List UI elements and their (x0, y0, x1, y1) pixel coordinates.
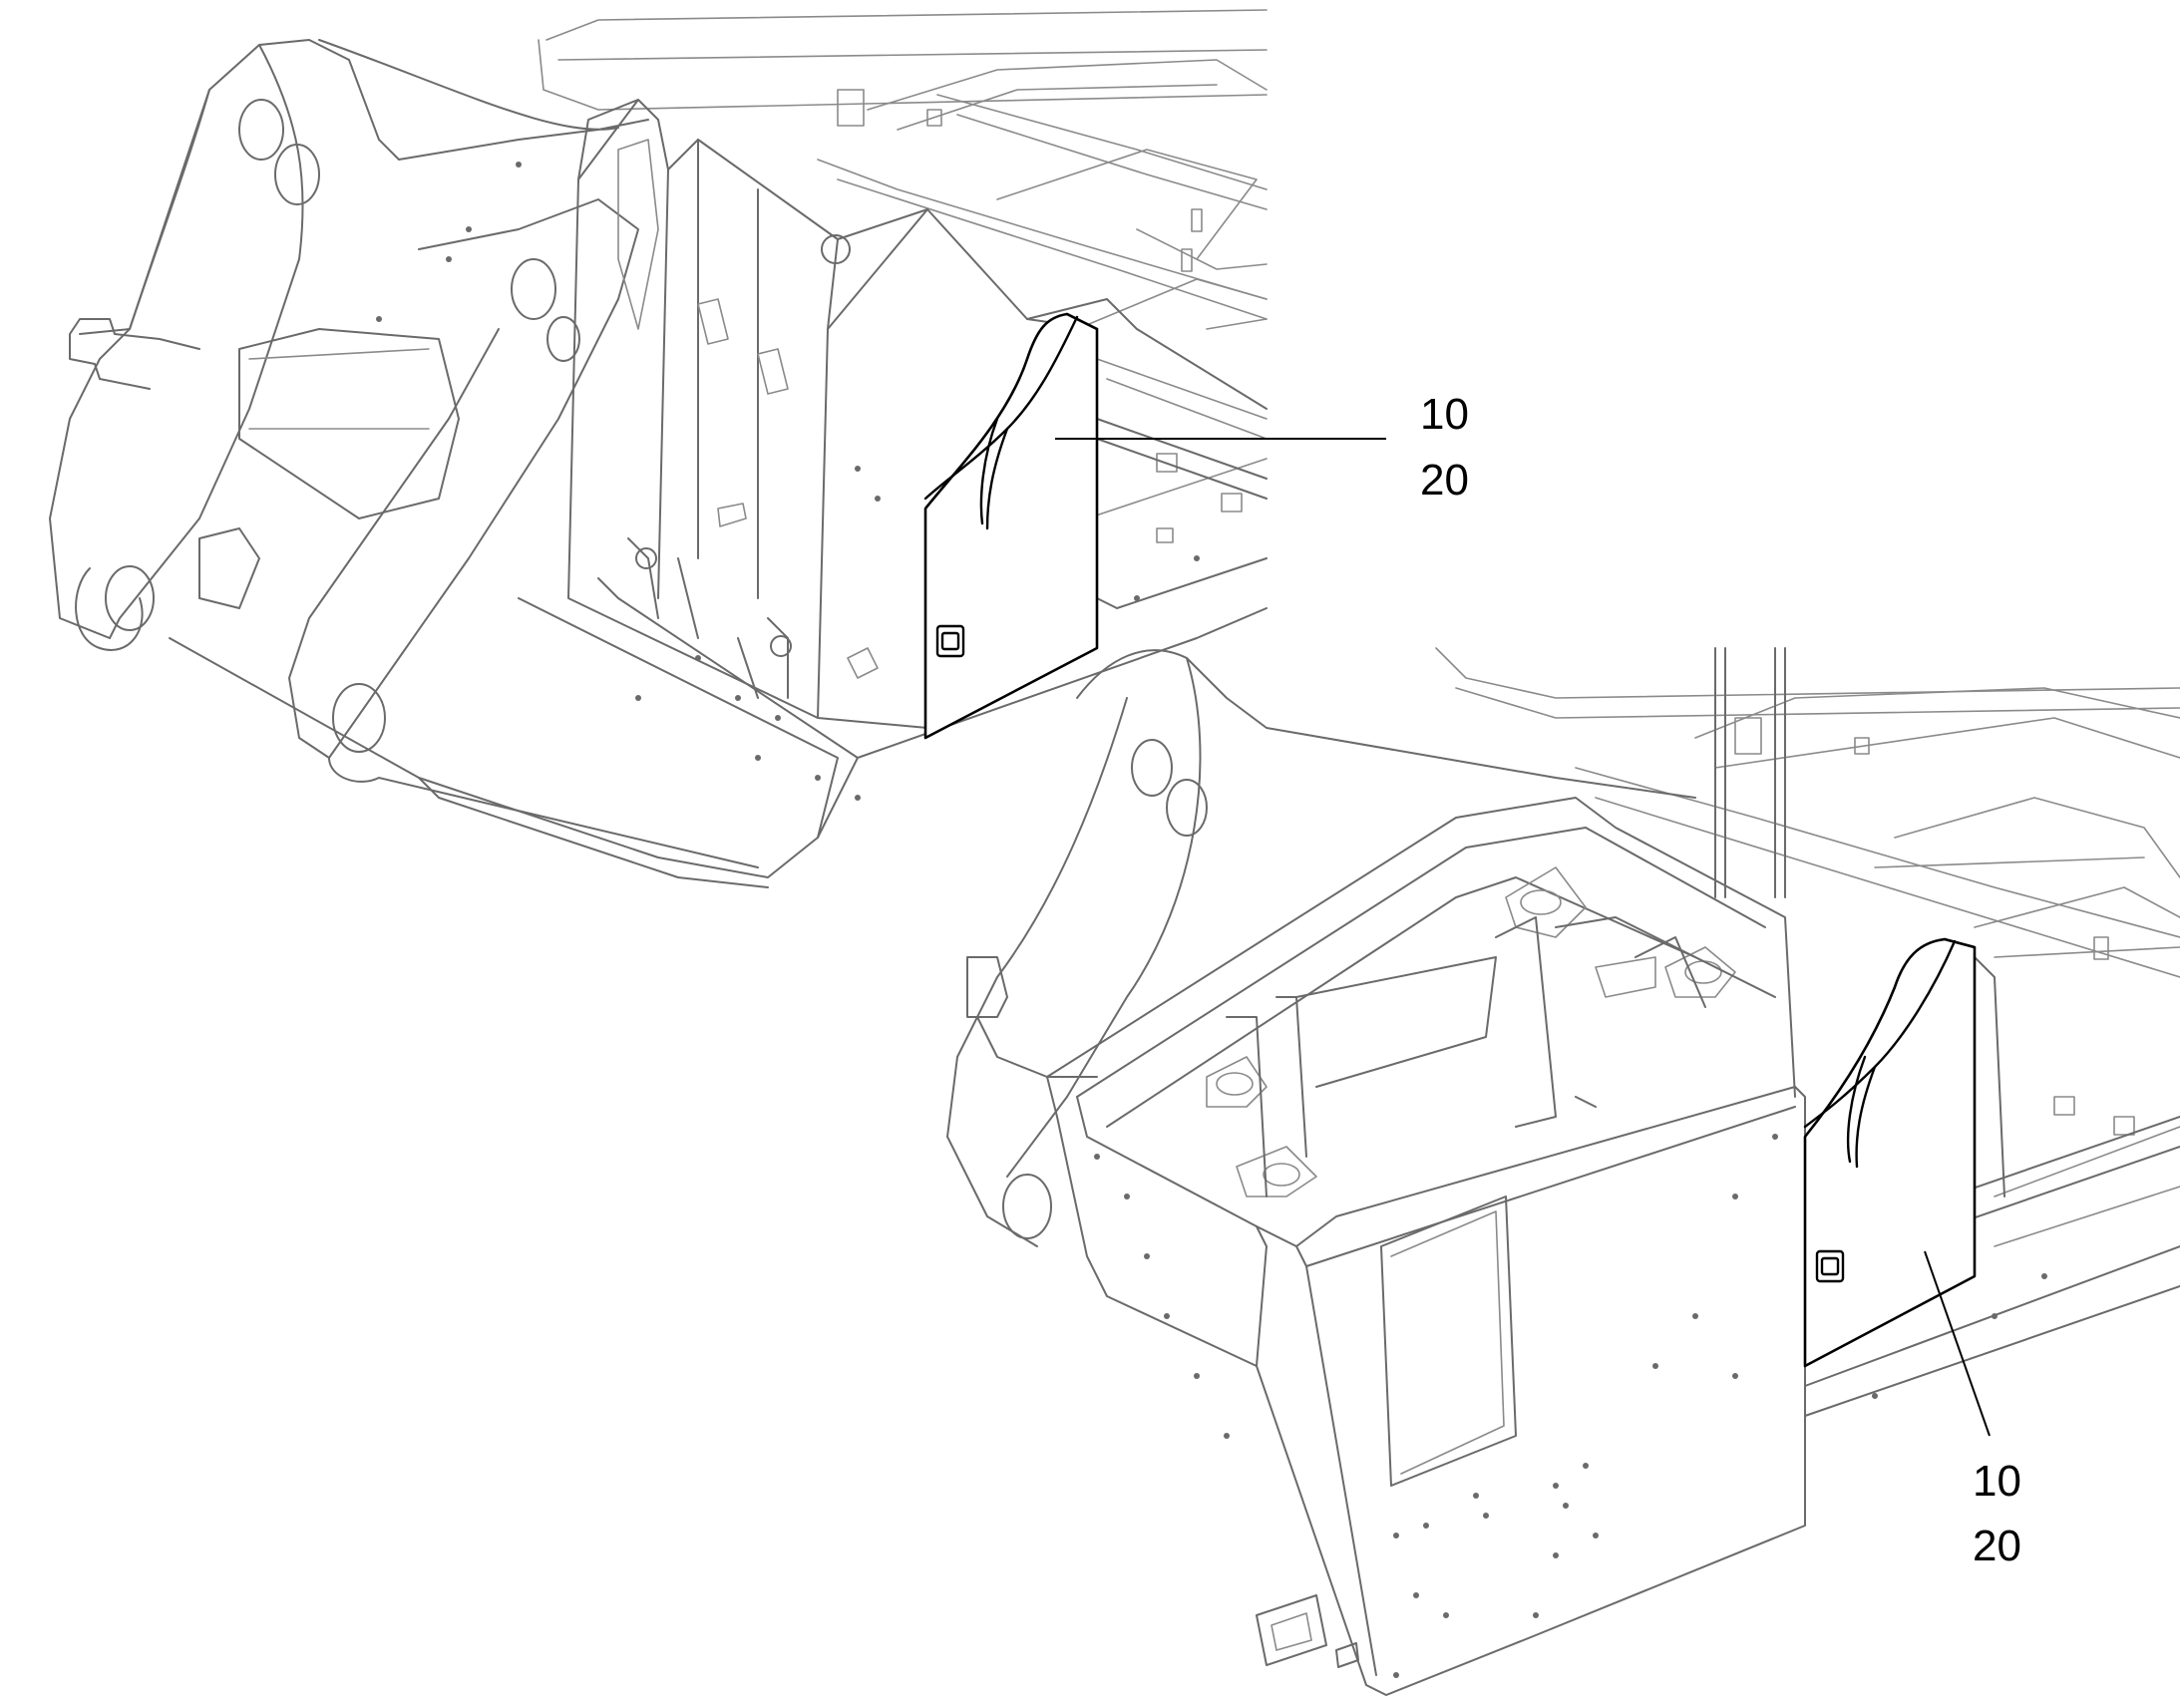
callout-top: 10 20 (1055, 390, 1469, 505)
callout-bottom-line-1: 10 (1973, 1457, 2021, 1506)
callout-top-line-1: 10 (1420, 390, 1469, 439)
leader-line-bottom (1924, 1250, 1991, 1437)
frame-view-lower (946, 647, 2180, 1696)
callout-bottom: 10 20 (1924, 1250, 2021, 1570)
frame-view-upper (49, 9, 1268, 888)
callout-top-line-2: 20 (1420, 456, 1469, 505)
callout-bottom-line-2: 20 (1973, 1522, 2021, 1570)
